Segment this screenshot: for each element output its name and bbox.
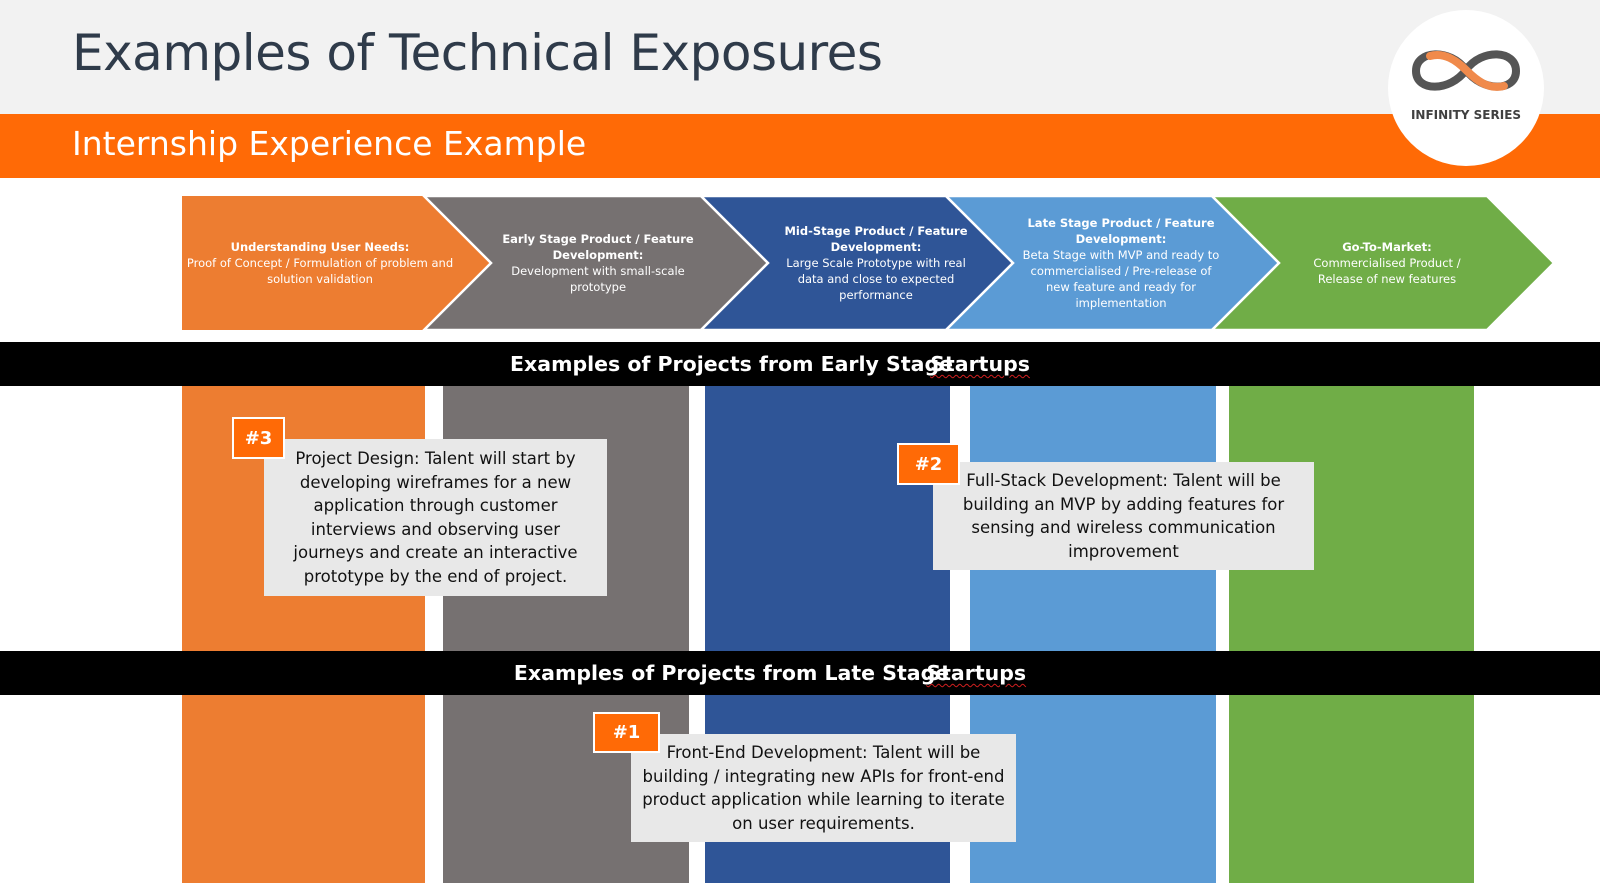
- subtitle-band: [0, 114, 1600, 178]
- stage-2-text: Early Stage Product / Feature Developmen…: [502, 232, 694, 294]
- stage-1-chevron: [182, 196, 491, 330]
- stage-5-column: [1229, 386, 1474, 883]
- project-card-1: Front-End Development: Talent will be bu…: [631, 734, 1016, 842]
- project-tag-3: #3: [232, 417, 285, 459]
- stage-1-text: Understanding User Needs:Proof of Concep…: [186, 240, 454, 286]
- infinity-icon: [1411, 50, 1521, 91]
- stage-5-text: Go-To-Market:Commercialised Product / Re…: [1313, 240, 1461, 286]
- early-stage-section-bar: Examples of Projects from Early Stage St…: [0, 342, 1600, 386]
- project-card-3: Project Design: Talent will start by dev…: [264, 439, 607, 596]
- stage-3-text: Mid-Stage Product / Feature Development:…: [784, 224, 968, 302]
- page-title: Examples of Technical Exposures: [72, 24, 883, 82]
- project-tag-1: #1: [593, 712, 660, 753]
- stage-5-chevron: [1208, 194, 1556, 332]
- project-card-2: Full-Stack Development: Talent will be b…: [933, 462, 1314, 570]
- logo-text: INFINITY SERIES: [1410, 108, 1522, 122]
- infinity-series-logo: INFINITY SERIES: [1388, 10, 1544, 166]
- project-tag-2: #2: [897, 443, 960, 485]
- late-stage-section-bar: Examples of Projects from Late Stage Sta…: [0, 651, 1600, 695]
- page-subtitle: Internship Experience Example: [72, 124, 587, 163]
- header-background: [0, 0, 1600, 114]
- stage-4-text: Late Stage Product / Feature Development…: [1022, 216, 1220, 310]
